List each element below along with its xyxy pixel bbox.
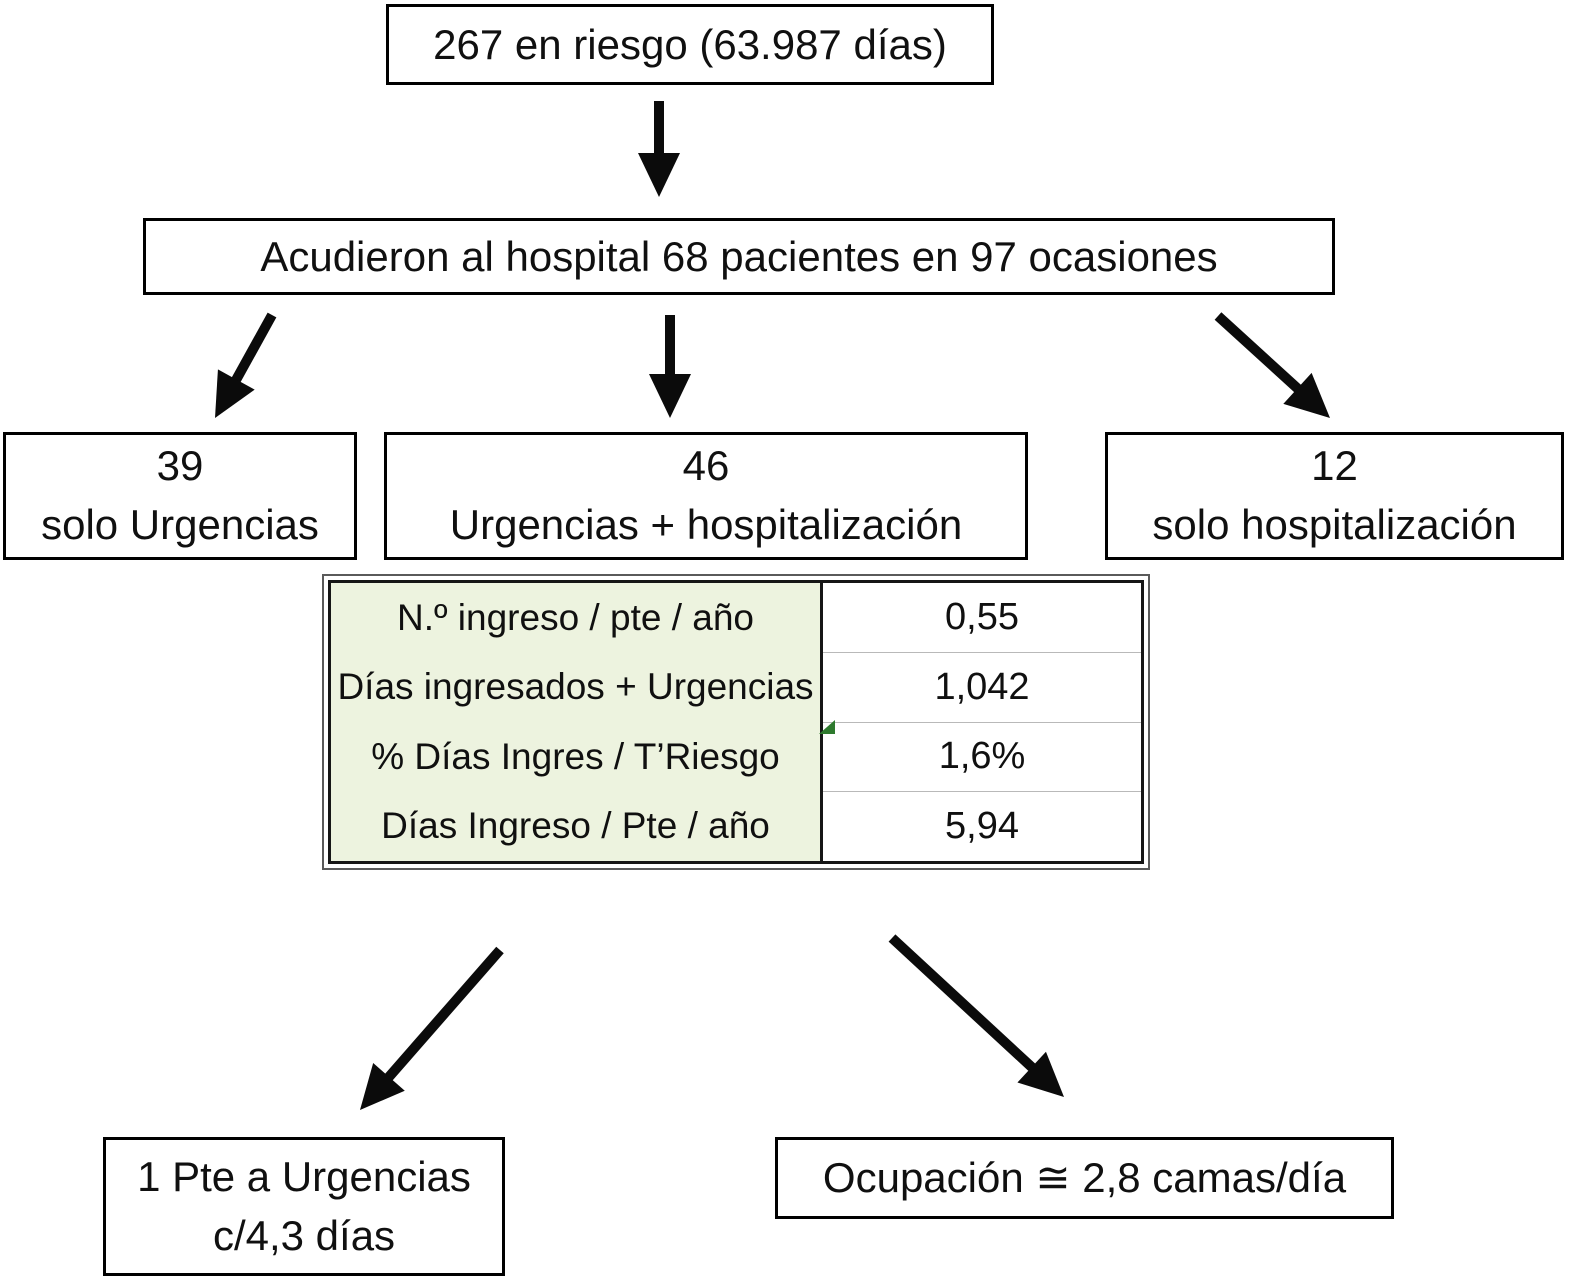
stats-table-value-column: 0,55 1,042 1,6% 5,94 xyxy=(823,583,1141,861)
hospital-box-text: Acudieron al hospital 68 pacientes en 97… xyxy=(260,232,1218,280)
table-row-label: Días Ingreso / Pte / año xyxy=(381,805,770,847)
arrow-down-icon xyxy=(638,101,680,197)
risk-box-text: 267 en riesgo (63.987 días) xyxy=(433,20,947,68)
green-triangle-icon xyxy=(819,720,835,734)
arrow-down-right-icon xyxy=(1214,312,1330,418)
branch-label: solo hospitalización xyxy=(1152,501,1517,548)
outcome-line: Ocupación ≅ 2,8 camas/día xyxy=(822,1154,1347,1202)
table-row-value: 5,94 xyxy=(823,791,1141,861)
outcome-line: c/4,3 días xyxy=(212,1211,396,1259)
table-row-label: % Días Ingres / T’Riesgo xyxy=(371,735,780,777)
risk-box: 267 en riesgo (63.987 días) xyxy=(386,4,994,85)
branch-label: Urgencias + hospitalización xyxy=(449,501,963,548)
table-row-value: 1,042 xyxy=(823,651,1141,722)
branch-count: 39 xyxy=(156,442,204,490)
table-row-label: Días ingresados + Urgencias xyxy=(337,666,814,708)
arrow-down-left-icon xyxy=(360,946,504,1110)
branch-label: solo Urgencias xyxy=(41,501,319,548)
table-row-value: 1,6% xyxy=(823,721,1141,792)
outcome-line: 1 Pte a Urgencias xyxy=(137,1152,471,1200)
table-row-label: N.º ingreso / pte / año xyxy=(397,596,754,638)
branch-box-urgencias-hospitalizacion: 46 Urgencias + hospitalización xyxy=(384,432,1028,560)
outcome-box-ocupacion: Ocupación ≅ 2,8 camas/día xyxy=(775,1137,1394,1219)
branch-count: 46 xyxy=(682,442,730,490)
branch-box-hospitalizacion: 12 solo hospitalización xyxy=(1105,432,1564,560)
stats-table-label-column: N.º ingreso / pte / año Días ingresados … xyxy=(331,583,823,861)
table-row-value: 0,55 xyxy=(945,595,1019,638)
hospital-box: Acudieron al hospital 68 pacientes en 97… xyxy=(143,218,1335,295)
outcome-box-urgencias-rate: 1 Pte a Urgencias c/4,3 días xyxy=(103,1137,505,1276)
arrow-down-left-icon xyxy=(215,312,277,418)
branch-count: 12 xyxy=(1311,442,1358,490)
arrow-down-icon xyxy=(649,315,691,418)
stats-table: N.º ingreso / pte / año Días ingresados … xyxy=(322,574,1150,870)
arrow-down-right-icon xyxy=(888,934,1064,1097)
stats-table-inner: N.º ingreso / pte / año Días ingresados … xyxy=(328,580,1144,864)
branch-box-urgencias: 39 solo Urgencias xyxy=(3,432,357,560)
